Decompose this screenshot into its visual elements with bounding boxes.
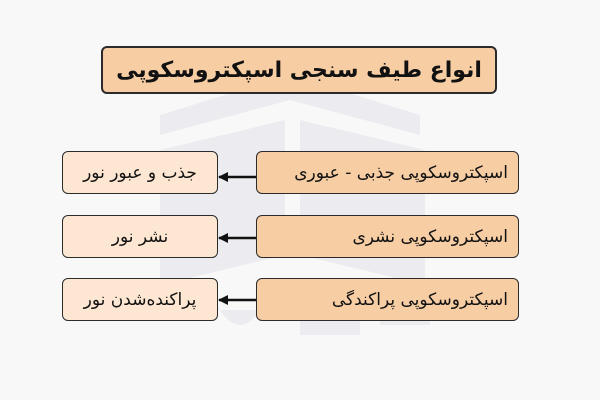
result-box-scattering: پراکنده‌شدن نور [62, 278, 218, 321]
method-box-emission: اسپکتروسکوپی نشری [256, 215, 519, 258]
method-box-scattering: اسپکتروسکوپی پراکندگی [256, 278, 519, 321]
diagram-title: انواع طیف سنجی اسپکتروسکوپی [101, 46, 497, 94]
result-box-emission: نشر نور [62, 215, 218, 258]
method-box-absorption: اسپکتروسکوپی جذبی - عبوری [256, 151, 519, 194]
result-box-absorption: جذب و عبور نور [62, 151, 218, 194]
